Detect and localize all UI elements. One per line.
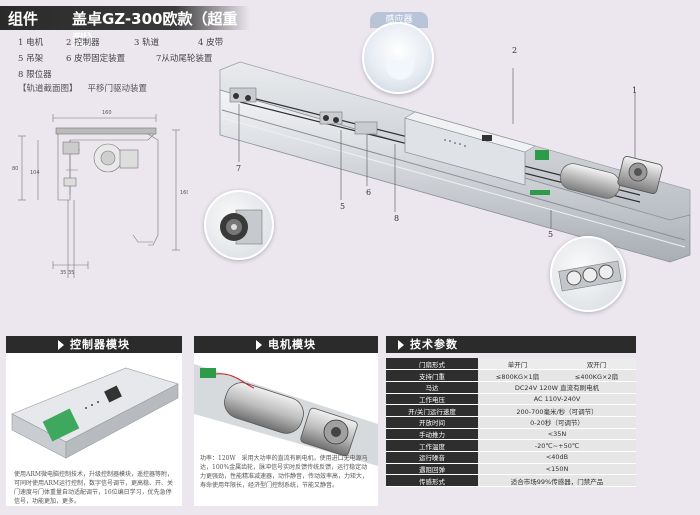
part-label: 4 皮带 <box>198 38 224 48</box>
table-row: 工作电压 AC 110V-240V <box>386 393 636 406</box>
table-row: 门扇形式 单开门 双开门 <box>386 358 636 371</box>
track-cross-section-drawing: 160 80 104 160 35 35 <box>12 110 188 278</box>
operator-illustration <box>219 61 691 263</box>
controller-panel: 使用ARM微电脑控制技术，升级控制器模块，遥控器等附，可同时使用ARM运行控制，… <box>6 336 182 506</box>
spec-key: 支持门重 <box>386 369 478 382</box>
part-label: 3 轨道 <box>134 38 160 48</box>
spec-key: 手动推力 <box>386 428 478 441</box>
specs-heading-bar: 技术参数 <box>386 336 636 353</box>
spec-value: 0-20秒（可调节） <box>478 416 636 429</box>
parts-list: 1 电机 2 控制器 3 轨道 4 皮带 5 吊架 6 皮带固定装置 7从动尾轮… <box>18 34 268 82</box>
spec-value: AC 110V-240V <box>478 393 636 406</box>
parts-row: 8 限位器 <box>18 66 268 82</box>
spec-key: 遇阻回弹 <box>386 463 478 476</box>
specs-heading: 技术参数 <box>410 338 458 351</box>
dim-mid: 104 <box>30 170 40 176</box>
dim-left: 80 <box>12 166 18 172</box>
motor-description: 功率：120W 采用大功率的直流有刷电机，使用进口无电源马达，100%金属齿轮，… <box>200 455 369 489</box>
spec-key: 门扇形式 <box>386 358 478 371</box>
spec-value: 适合市场99%传感器，门禁产品 <box>478 474 636 488</box>
callout-1: 1 <box>632 86 638 95</box>
spec-value: -20℃~+50℃ <box>478 439 636 452</box>
spec-col-single: 单开门 <box>478 358 557 371</box>
table-row: 开放时间 0-20秒（可调节） <box>386 416 636 429</box>
spec-value: <40dB <box>478 451 636 464</box>
controller-illustration <box>11 367 179 459</box>
callout-7: 7 <box>236 164 242 173</box>
title-left: 组件 <box>8 10 39 28</box>
specs-table: 门扇形式 单开门 双开门 支持门重 ≤800KG×1扇 ≤400KG×2扇 马达… <box>386 358 636 488</box>
controller-heading: 控制器模块 <box>70 338 130 351</box>
callout-5a: 5 <box>340 202 346 211</box>
arrow-right-icon <box>58 340 64 350</box>
spec-key: 开/关门运行速度 <box>386 404 478 417</box>
product-title: 盖卓GZ-300欧款（超重型） <box>72 10 238 49</box>
spec-value: DC24V 120W 直流有刷电机 <box>478 381 636 394</box>
parts-row: 1 电机 2 控制器 3 轨道 4 皮带 <box>18 34 268 50</box>
table-row: 手动推力 <35N <box>386 428 636 441</box>
spec-key: 传感形式 <box>386 474 478 488</box>
spec-col-double: 双开门 <box>556 358 636 371</box>
arrow-right-icon <box>256 340 262 350</box>
spec-value: ≤400KG×2扇 <box>556 369 636 382</box>
motor-heading: 电机模块 <box>268 338 316 351</box>
callout-8: 8 <box>394 214 400 223</box>
part-label: 8 限位器 <box>18 70 52 80</box>
dim-top: 160 <box>102 110 112 116</box>
callout-2: 2 <box>512 46 518 55</box>
part-label: 1 电机 <box>18 38 44 48</box>
sensor-callout <box>362 22 434 94</box>
part-label: 2 控制器 <box>66 38 100 48</box>
spec-key: 马达 <box>386 381 478 394</box>
table-row: 开/关门运行速度 200-700毫米/秒（可调节） <box>386 404 636 417</box>
spec-value: ≤800KG×1扇 <box>478 369 557 382</box>
parts-row: 5 吊架 6 皮带固定装置 7从动尾轮装置 <box>18 50 268 66</box>
spec-value: <35N <box>478 428 636 441</box>
section-caption-2: 平移门驱动装置 <box>87 84 148 94</box>
title-band: 组件 盖卓GZ-300欧款（超重型） <box>0 6 250 49</box>
controller-description: 使用ARM微电脑控制技术，升级控制器模块，遥控器等附，可同时使用ARM运行控制，… <box>14 471 173 505</box>
arrow-right-icon <box>398 340 404 350</box>
table-row: 遇阻回弹 <150N <box>386 463 636 476</box>
controller-heading-bar: 控制器模块 <box>6 336 182 353</box>
spec-value: <150N <box>478 463 636 476</box>
table-row: 工作温度 -20℃~+50℃ <box>386 439 636 452</box>
spec-key: 工作温度 <box>386 439 478 452</box>
spec-key: 开放时间 <box>386 416 478 429</box>
part-label: 6 皮带固定装置 <box>66 54 126 64</box>
spec-value: 200-700毫米/秒（可调节） <box>478 404 636 417</box>
spec-key: 工作电压 <box>386 393 478 406</box>
dim-bottom: 35 35 <box>60 270 74 276</box>
section-caption-1: 【轨道截面图】 <box>18 84 78 94</box>
table-row: 传感形式 适合市场99%传感器，门禁产品 <box>386 474 636 488</box>
section-caption: 【轨道截面图】平移门驱动装置 <box>18 82 147 94</box>
idler-pulley-callout <box>204 190 274 260</box>
motor-heading-bar: 电机模块 <box>194 336 378 353</box>
callout-leaders <box>238 68 636 228</box>
part-label: 7从动尾轮装置 <box>156 54 213 64</box>
sensor-lens <box>386 60 414 80</box>
spec-key: 运行噪音 <box>386 451 478 464</box>
callout-5b: 5 <box>548 230 554 239</box>
hanger-wheel-callout <box>550 236 626 312</box>
part-label: 5 吊架 <box>18 54 44 64</box>
motor-panel: 功率：120W 采用大功率的直流有刷电机，使用进口无电源马达，100%金属齿轮，… <box>194 336 378 506</box>
motor-illustration <box>194 364 378 466</box>
table-row: 马达 DC24V 120W 直流有刷电机 <box>386 381 636 394</box>
table-row: 运行噪音 <40dB <box>386 451 636 464</box>
table-row: 支持门重 ≤800KG×1扇 ≤400KG×2扇 <box>386 369 636 382</box>
callout-6: 6 <box>366 188 372 197</box>
dim-right: 160 <box>180 190 188 196</box>
